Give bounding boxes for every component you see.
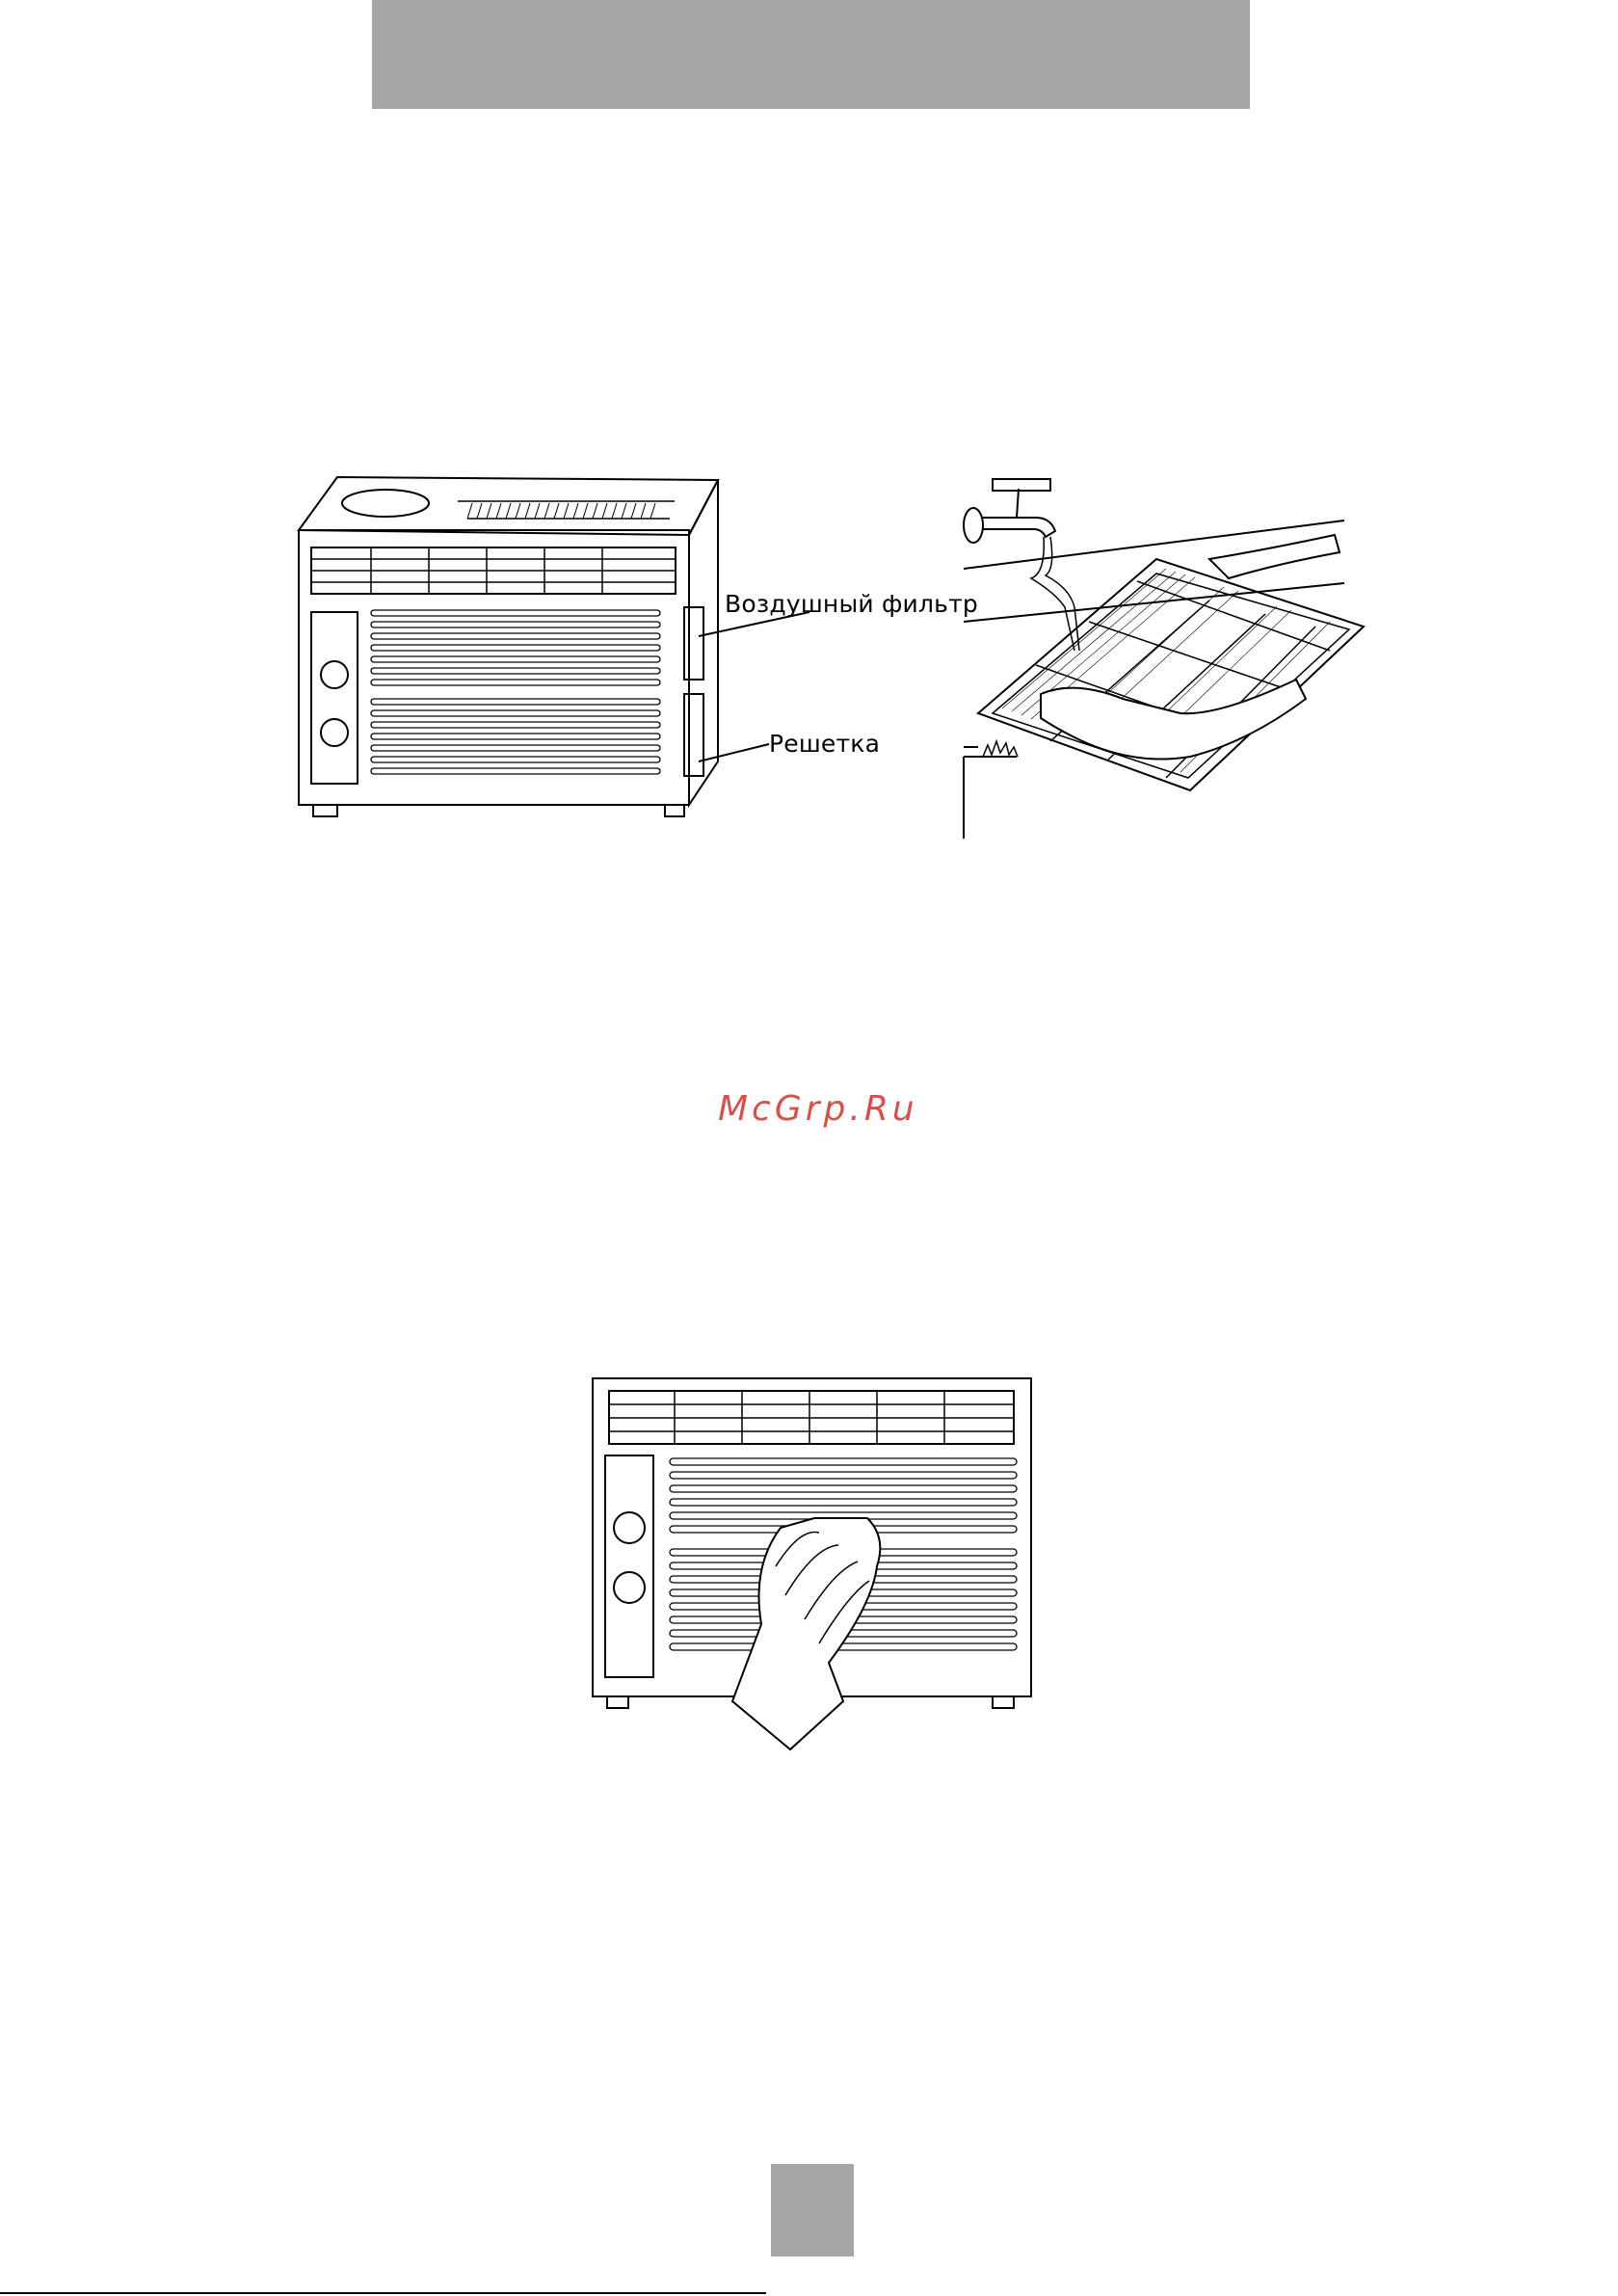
watermark-text: McGrp.Ru: [718, 1089, 918, 1129]
page-number-box: [771, 2164, 854, 2256]
header-bar: [372, 0, 1250, 109]
grille-label: Решетка: [769, 730, 880, 758]
grille-wiping-illustration: [588, 1374, 1041, 1749]
filter-washing-illustration: [959, 467, 1364, 843]
air-conditioner-illustration: [294, 472, 737, 839]
air-filter-label: Воздушный фильтр: [725, 590, 978, 618]
bottom-rule: [0, 2292, 766, 2294]
